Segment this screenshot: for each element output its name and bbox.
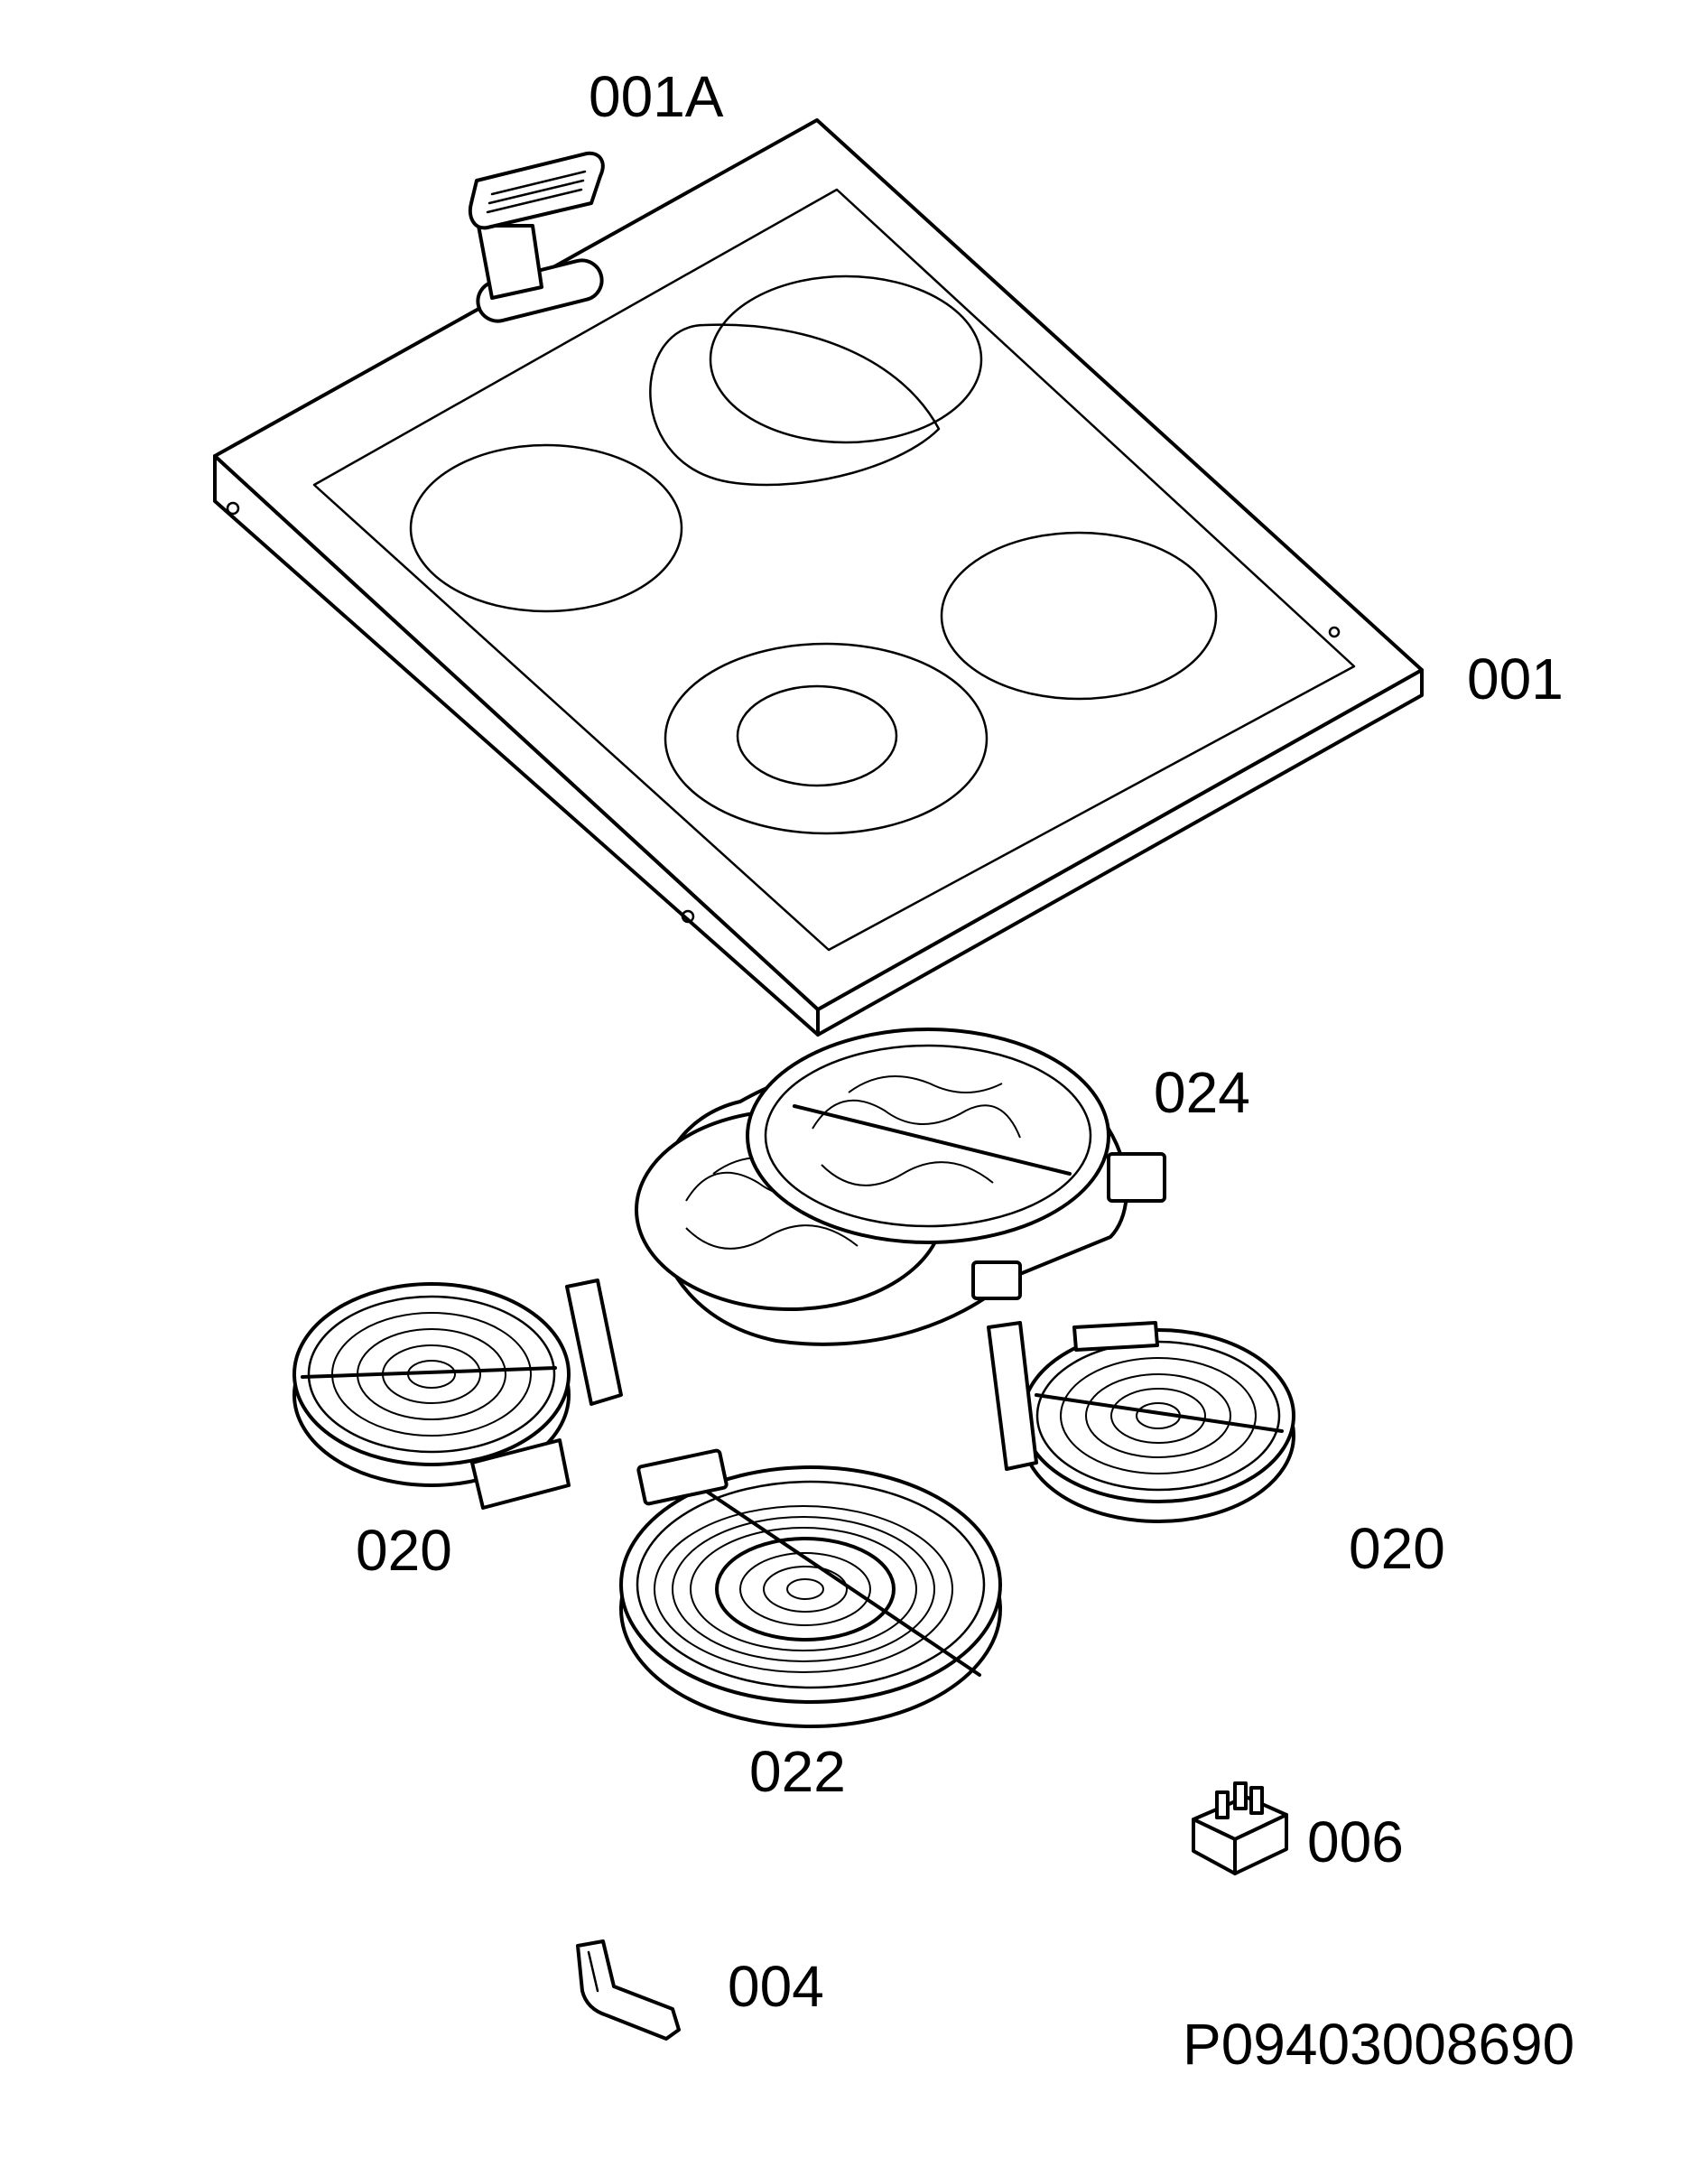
cooking-zone-right: [940, 531, 1218, 701]
label-004: 004: [728, 1954, 824, 2019]
knob-001A[interactable]: [469, 151, 605, 300]
label-020-left: 020: [356, 1518, 452, 1583]
heating-element-022[interactable]: [619, 1448, 1002, 1728]
label-006: 006: [1307, 1809, 1404, 1874]
cooking-zone-oval: [649, 274, 983, 487]
label-022: 022: [749, 1739, 846, 1804]
label-001A: 001A: [589, 64, 724, 129]
label-001: 001: [1467, 646, 1564, 711]
heating-element-020-right[interactable]: [987, 1321, 1295, 1523]
heating-element-020-left[interactable]: [292, 1279, 623, 1510]
bracket-004[interactable]: [576, 1939, 681, 2041]
label-024: 024: [1154, 1060, 1250, 1125]
terminal-block-006[interactable]: [1192, 1781, 1288, 1875]
cooking-zone-left: [409, 443, 683, 613]
label-020-right: 020: [1349, 1516, 1445, 1581]
heating-element-024[interactable]: [635, 1028, 1166, 1346]
cooking-zone-front: [664, 642, 989, 835]
hob-top-001[interactable]: [213, 118, 1424, 1037]
drawing-number: P09403008690: [1183, 2012, 1575, 2077]
